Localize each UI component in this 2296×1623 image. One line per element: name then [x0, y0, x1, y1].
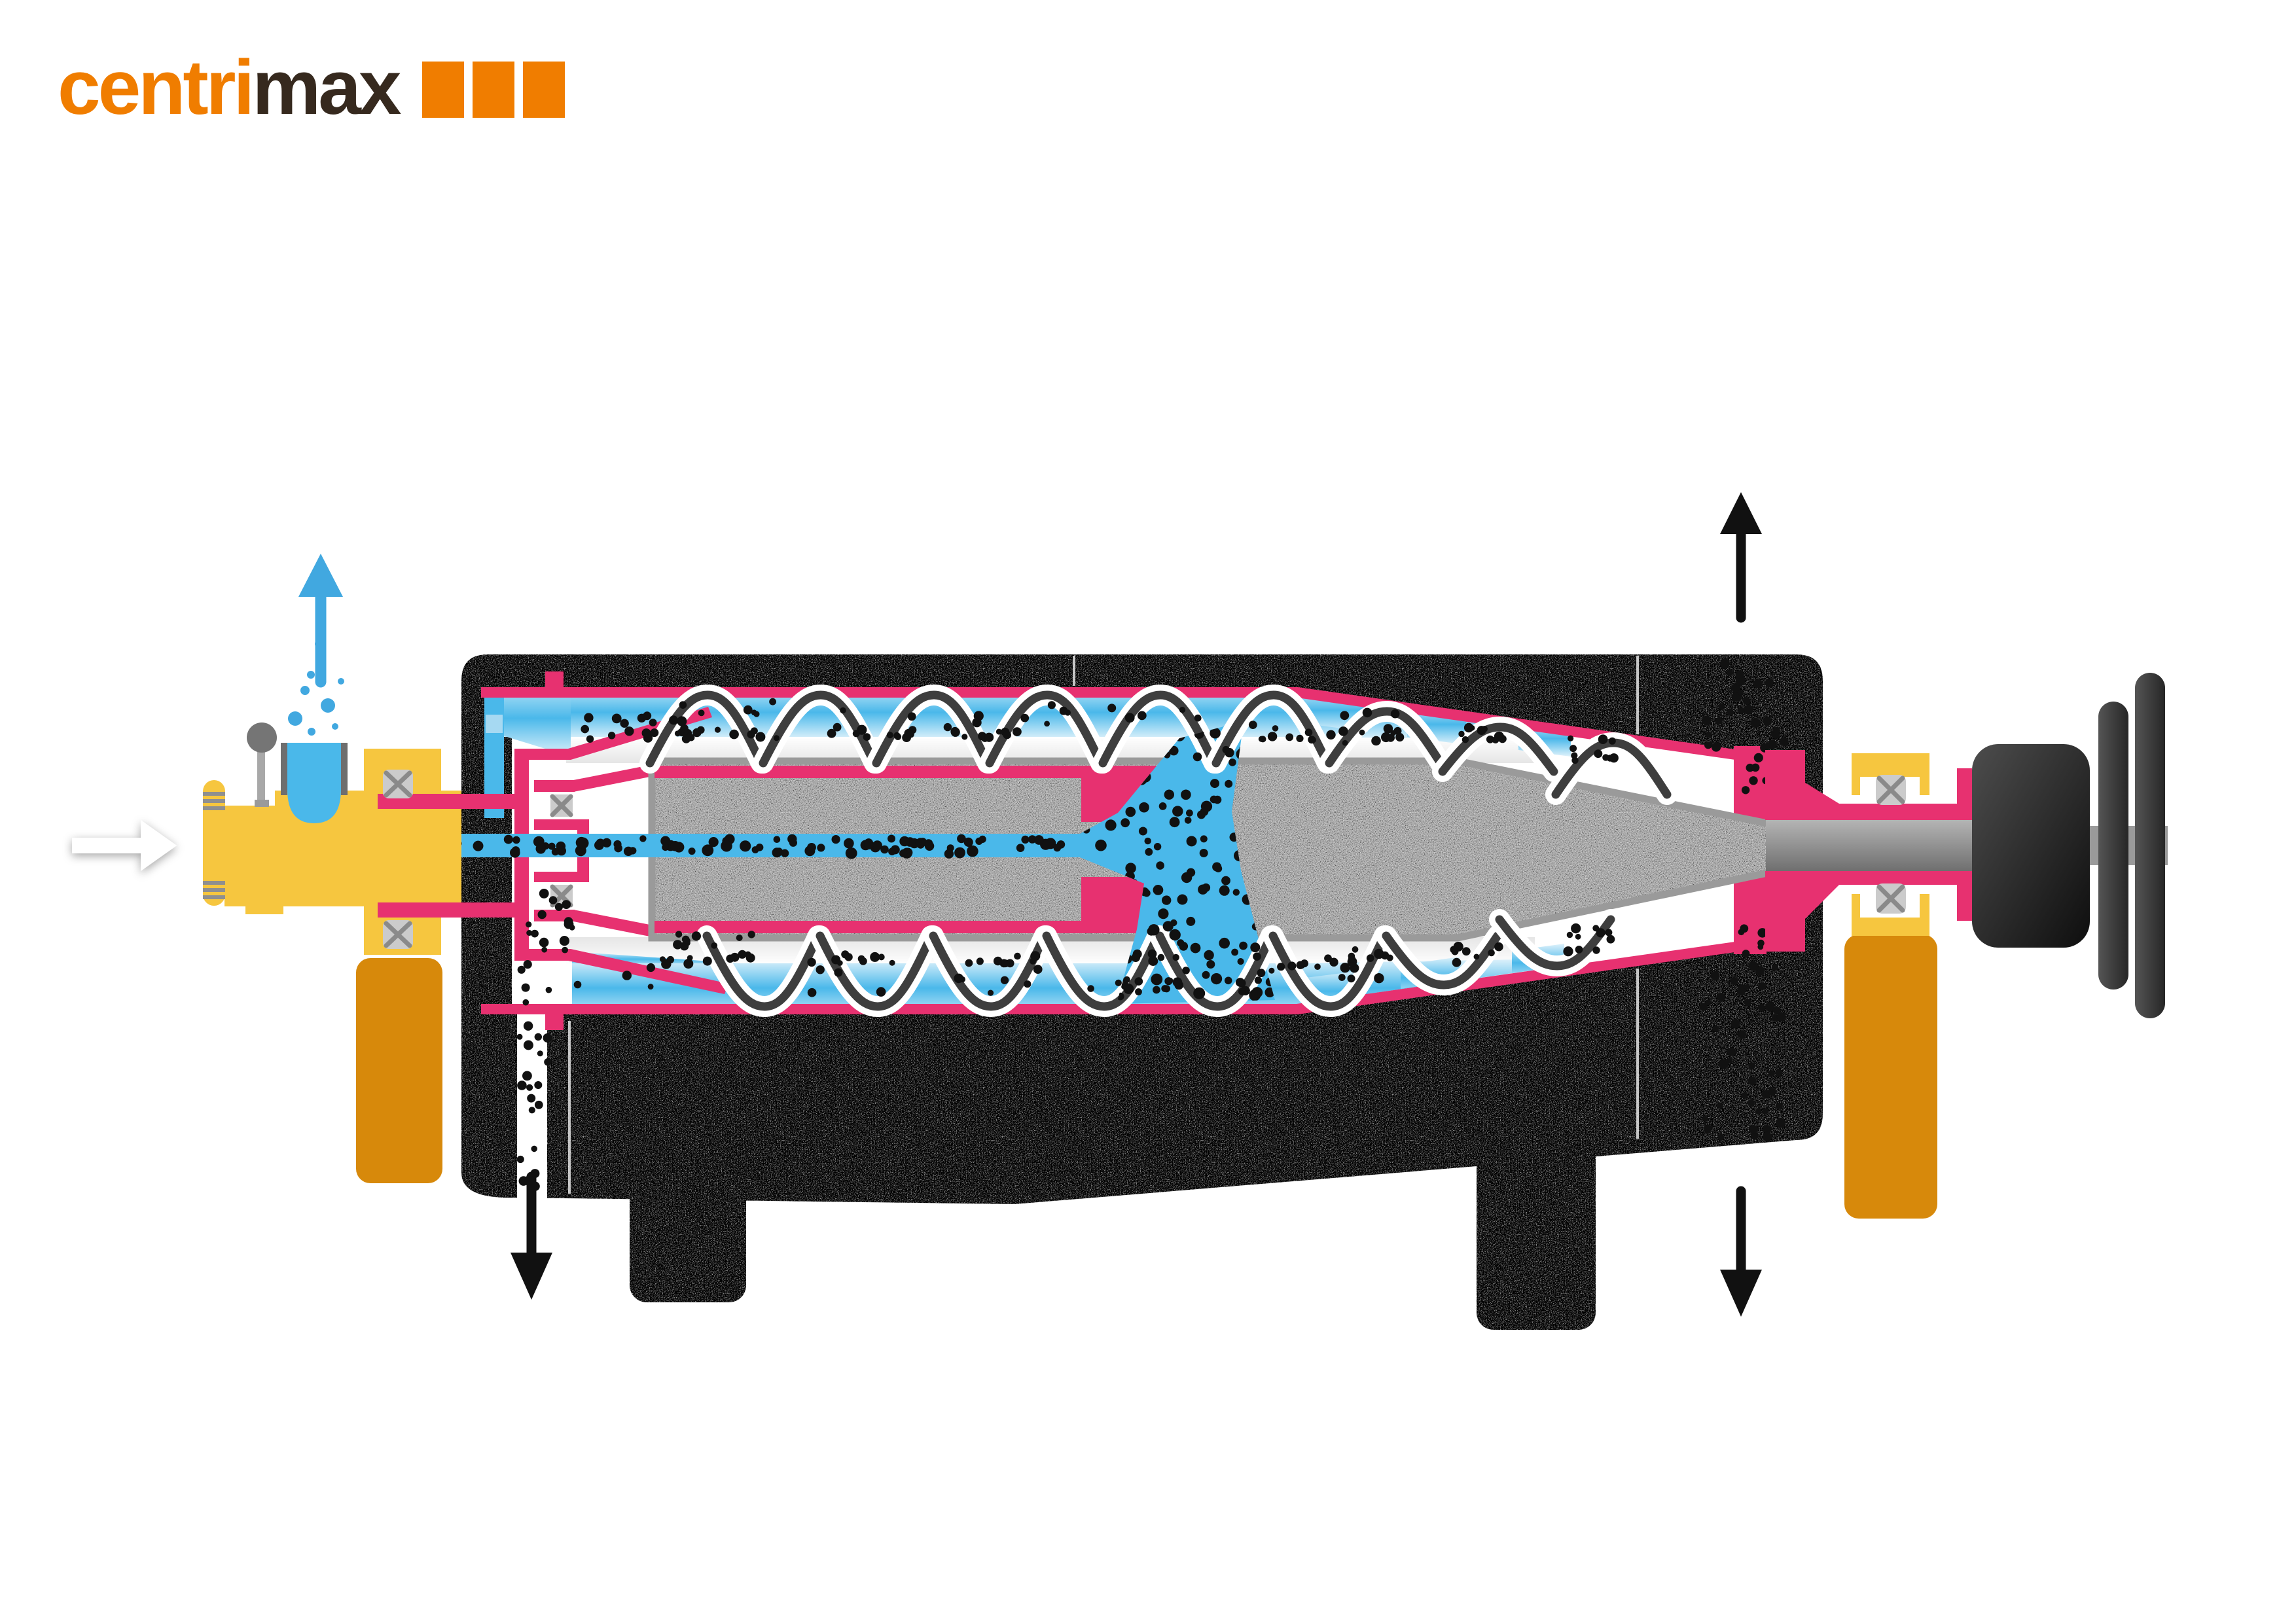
- solid-particles: [229, 658, 1789, 1191]
- housing-foot-left: [630, 1171, 746, 1302]
- feed-assembly: [203, 639, 518, 1183]
- logo-square: [522, 62, 565, 118]
- centrate-channel-window: [486, 715, 503, 733]
- centrate-droplet: [288, 711, 302, 726]
- scroll-flights: [639, 684, 1677, 1018]
- bowl-wall-top: [481, 671, 1735, 760]
- solids-discharge-left-arrow-icon: [511, 1171, 552, 1300]
- drive-bearing-bottom: [1876, 883, 1906, 914]
- logo-wordmark: centrimax: [58, 49, 402, 126]
- logo-square: [472, 62, 514, 118]
- bowl-wall-bottom: [481, 942, 1735, 1030]
- neck-bottom: [1765, 871, 1972, 952]
- centrate-cup: [281, 743, 348, 823]
- pedestal-left: [356, 958, 442, 1183]
- tie-bar-bottom: [378, 902, 518, 918]
- hub-rib-bottom: [655, 921, 1083, 933]
- liquid-pool-left: [503, 698, 571, 757]
- bearing-block-top-right: [1852, 753, 1929, 795]
- weir-plate-bottom: [514, 949, 728, 994]
- feed-arrow-icon: [72, 820, 177, 871]
- solids-discharge-right-arrow-icon: [1720, 1186, 1762, 1317]
- bearing-block-bottom-right: [1852, 894, 1929, 936]
- centrate-droplet: [307, 671, 315, 679]
- drive-bearing-top: [1876, 775, 1906, 805]
- centrate-discharge-arrow-icon: [298, 554, 343, 688]
- main-bearing-bottom: [383, 920, 413, 949]
- housing-seams: [568, 656, 1639, 1194]
- logo-text-secondary: max: [252, 45, 401, 131]
- centrate-droplet: [332, 723, 338, 730]
- belt-guard-disc-outer: [2135, 673, 2165, 1018]
- drive-shaft: [1766, 820, 1975, 871]
- logo-square: [422, 62, 464, 118]
- solids-vent-arrow-icon: [1720, 492, 1762, 623]
- centrate-droplet: [300, 686, 310, 695]
- housing-foot-right: [1477, 1127, 1596, 1330]
- logo-squares: [414, 62, 565, 118]
- cup-wall-left: [281, 743, 287, 795]
- regulating-knob: [247, 722, 277, 807]
- centrate-droplet: [321, 698, 335, 713]
- main-bearing-top: [383, 770, 413, 798]
- drive-pulley: [1972, 744, 2090, 948]
- flow-arrows: [72, 492, 1762, 1317]
- feed-flange: [203, 780, 225, 906]
- feed-housing-body: [224, 806, 461, 906]
- centrate-droplet: [308, 728, 315, 736]
- logo-text-primary: centri: [58, 45, 255, 131]
- bowl-bearing-top-left: [550, 794, 573, 817]
- drive-assembly: [1765, 673, 2168, 1219]
- neck-top: [1765, 750, 1972, 820]
- feed-plume: [1080, 721, 1275, 1004]
- belt-guard-disc-inner: [2098, 702, 2128, 990]
- centrimax-logo: centrimax: [58, 49, 565, 126]
- cup-wall-right: [341, 743, 348, 795]
- centrate-droplet: [338, 678, 344, 685]
- pedestal-right: [1844, 935, 1937, 1219]
- tie-bar-top: [378, 794, 518, 809]
